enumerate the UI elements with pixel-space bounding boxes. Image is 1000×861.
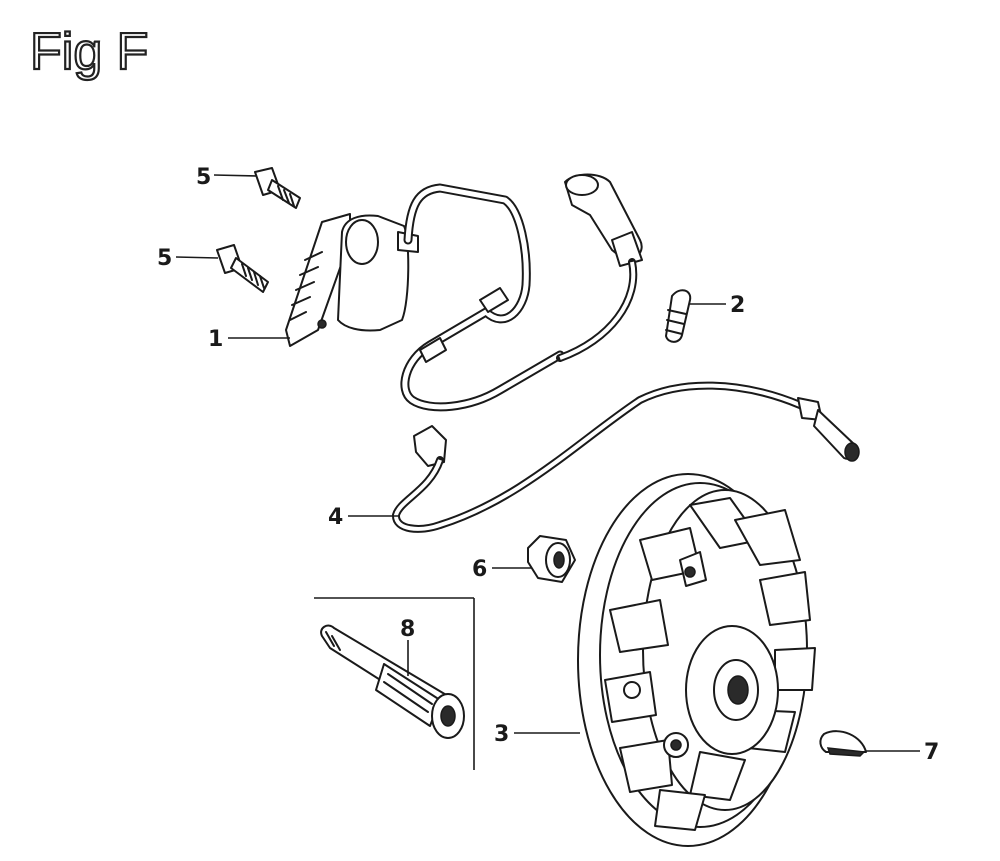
woodruff-key-part-7	[819, 730, 867, 757]
callout-8: 8	[400, 617, 415, 642]
nut-part-6	[527, 535, 576, 583]
callout-6: 6	[472, 557, 487, 582]
part-8-bracket	[314, 597, 475, 770]
callout-1: 1	[208, 327, 223, 352]
clip-part-2	[665, 289, 692, 343]
flywheel-part-3	[577, 473, 816, 847]
leader-5-upper	[213, 174, 258, 177]
callout-3: 3	[494, 722, 509, 747]
high-tension-lead	[400, 173, 643, 412]
callout-7: 7	[924, 740, 939, 765]
callout-4: 4	[328, 505, 343, 530]
ignition-coil-part-1	[285, 213, 419, 347]
figure-title: Fig F	[29, 22, 150, 82]
bolt-part-5-lower	[216, 244, 269, 293]
stop-switch-lead-part-4	[392, 381, 860, 533]
leader-5-lower	[175, 256, 219, 259]
callout-2: 2	[730, 293, 745, 318]
callout-5-upper: 5	[196, 165, 211, 190]
shaft-part-8	[320, 624, 465, 739]
bolt-part-5-upper	[254, 167, 301, 209]
callout-5-lower: 5	[157, 246, 172, 271]
